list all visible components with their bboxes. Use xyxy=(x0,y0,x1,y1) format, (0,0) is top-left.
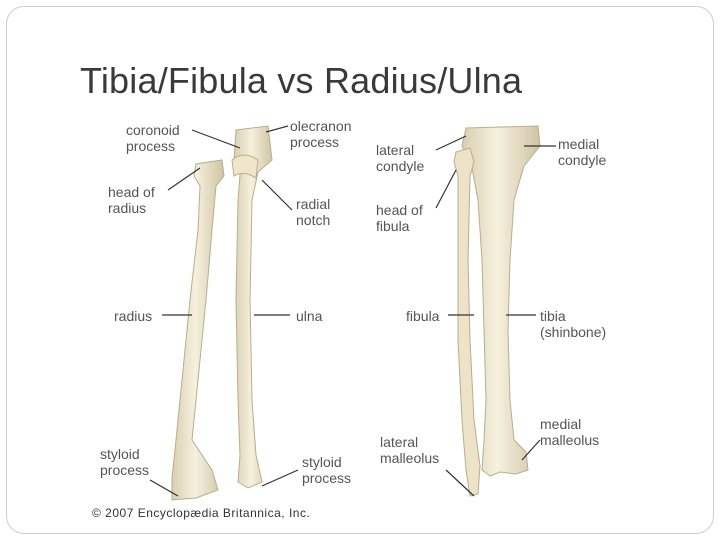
label-ulna: ulna xyxy=(296,308,323,324)
ulna-bone xyxy=(231,125,273,489)
label-fibula: fibula xyxy=(406,308,440,324)
slide-frame xyxy=(6,6,714,534)
label-styloid-process-ulna: styloid process xyxy=(302,454,352,486)
label-coronoid-process: coronoid process xyxy=(126,122,180,154)
label-lateral-condyle: lateral condyle xyxy=(376,142,425,174)
tibia-bone xyxy=(461,125,541,477)
label-head-of-fibula: head of fibula xyxy=(376,202,423,234)
slide-title: Tibia/Fibula vs Radius/Ulna xyxy=(80,60,523,101)
label-medial-condyle: medial condyle xyxy=(558,136,607,168)
label-tibia: tibia (shinbone) xyxy=(540,308,607,340)
fibula-bone xyxy=(453,147,481,497)
copyright-notice: © 2007 Encyclopædia Britannica, Inc. xyxy=(92,506,311,520)
label-medial-malleolus: medial malleolus xyxy=(540,416,600,448)
label-radius: radius xyxy=(114,308,153,324)
radius-bone xyxy=(171,159,225,501)
label-styloid-process-radius: styloid process xyxy=(100,446,150,478)
label-lateral-malleolus: lateral malleolus xyxy=(380,434,440,466)
label-radial-notch: radial notch xyxy=(296,196,331,228)
leader-lines xyxy=(149,125,556,497)
label-head-of-radius: head of radius xyxy=(108,184,155,216)
label-olecranon-process: olecranon process xyxy=(290,118,352,150)
